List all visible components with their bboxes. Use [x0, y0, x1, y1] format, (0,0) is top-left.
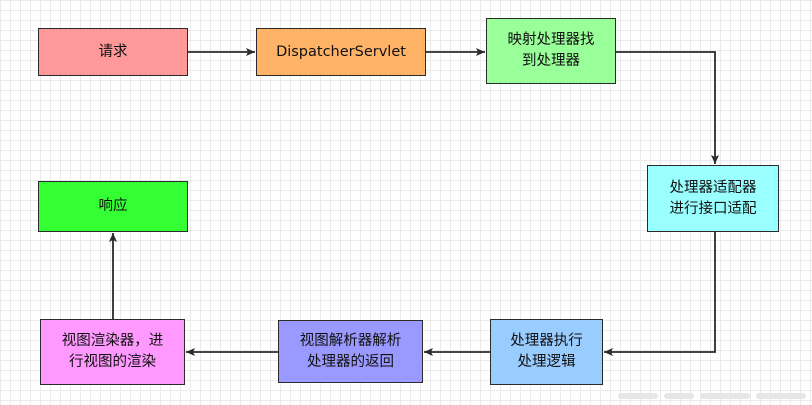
- handler-mapping-node: 映射处理器找 到处理器: [486, 18, 616, 84]
- view-resolver-node-line1: 视图解析器解析: [299, 332, 402, 349]
- view-renderer-node-line1: 视图渲染器，进: [61, 333, 164, 349]
- handler-mapping-node-line1: 映射处理器找: [507, 32, 595, 48]
- edge-adapter-to-execute: [604, 232, 716, 356]
- dispatcher-servlet-node: DispatcherServlet: [256, 28, 426, 76]
- handler-adapter-node-line1: 处理器适配器: [669, 179, 757, 196]
- handler-adapter-node-line2: 进行接口适配: [669, 200, 757, 217]
- view-resolver-node-line2: 处理器的返回: [307, 353, 394, 370]
- response-node-label: 响应: [98, 198, 128, 214]
- view-renderer-node-line2: 行视图的渲染: [69, 354, 156, 370]
- view-resolver-node: 视图解析器解析 处理器的返回: [278, 320, 423, 383]
- request-node-label: 请求: [98, 43, 128, 60]
- handler-execution-node: 处理器执行 处理逻辑: [490, 319, 603, 385]
- dispatcher-servlet-node-label: DispatcherServlet: [276, 43, 406, 60]
- request-node: 请求: [38, 28, 188, 76]
- response-node: 响应: [38, 181, 188, 232]
- handler-adapter-node: 处理器适配器 进行接口适配: [647, 165, 779, 232]
- edge-mapping-to-adapter: [616, 51, 719, 164]
- blurred-watermark: [618, 393, 806, 399]
- view-renderer-node: 视图渲染器，进 行视图的渲染: [40, 319, 185, 385]
- handler-mapping-node-line2: 到处理器: [522, 53, 580, 69]
- handler-execution-node-line2: 处理逻辑: [517, 354, 576, 370]
- handler-execution-node-line1: 处理器执行: [510, 333, 583, 349]
